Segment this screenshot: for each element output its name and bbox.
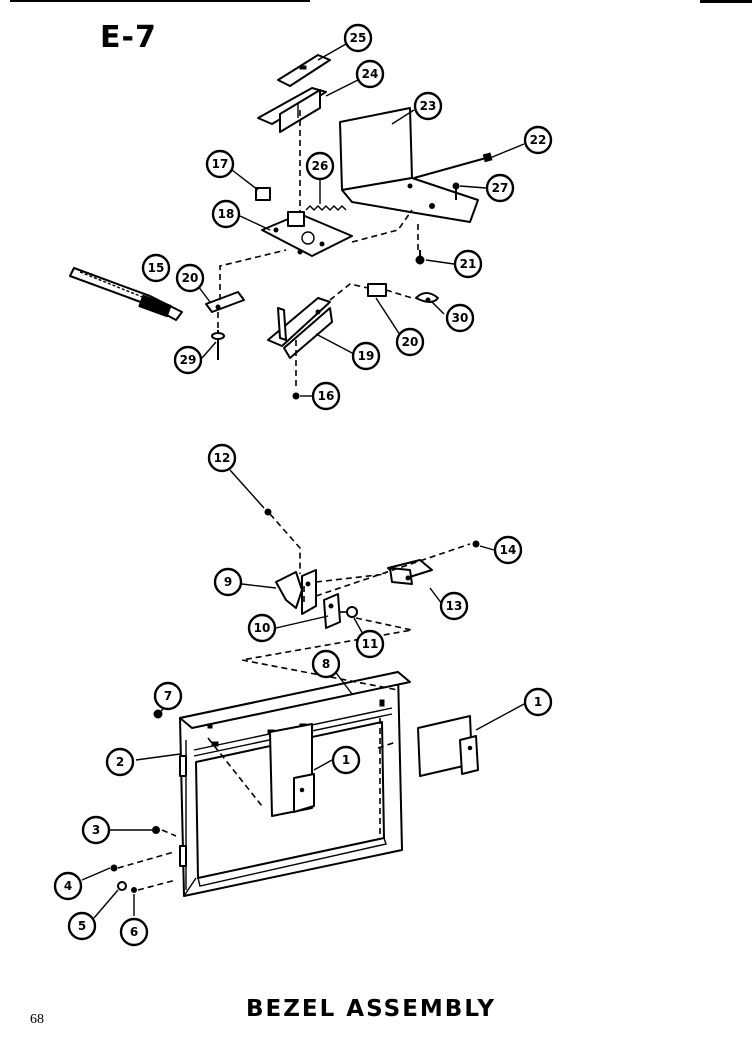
svg-text:3: 3: [92, 823, 100, 837]
page-code: E-7: [100, 20, 157, 55]
svg-text:15: 15: [148, 261, 165, 275]
part-10-latch: [323, 593, 341, 629]
part-30-clip: [415, 292, 439, 303]
part-13-bracket: [387, 559, 433, 585]
part-15-wire-harness: [69, 267, 183, 321]
svg-text:16: 16: [318, 389, 335, 403]
callout-19: 19: [351, 341, 381, 371]
callout-11: 11: [355, 629, 385, 659]
svg-text:1: 1: [534, 695, 542, 709]
part-6-screw: [131, 887, 137, 893]
svg-text:22: 22: [530, 133, 547, 147]
svg-text:9: 9: [224, 575, 232, 589]
svg-text:7: 7: [164, 689, 172, 703]
callout-5: 5: [67, 911, 97, 941]
callout-18: 18: [211, 199, 241, 229]
part-22-screw: [413, 152, 493, 179]
callout-27: 27: [485, 173, 515, 203]
part-14-screw: [472, 540, 480, 548]
callout-9: 9: [213, 567, 243, 597]
callout-6: 6: [119, 917, 149, 947]
callout-7: 7: [153, 681, 183, 711]
callout-26: 26: [305, 151, 335, 181]
callout-30: 30: [445, 303, 475, 333]
part-29-pin: [211, 330, 225, 360]
callout-22: 22: [523, 125, 553, 155]
callout-24: 24: [355, 59, 385, 89]
part-20-bracket-left: [205, 291, 245, 313]
callout-29: 29: [173, 345, 203, 375]
svg-text:26: 26: [312, 159, 329, 173]
part-5-washer: [117, 881, 127, 891]
svg-text:11: 11: [362, 637, 379, 651]
callout-1-inner: 1: [331, 745, 361, 775]
svg-text:14: 14: [500, 543, 517, 557]
part-12-screw: [264, 508, 272, 516]
svg-text:19: 19: [358, 349, 375, 363]
header-rule-right: [700, 0, 752, 3]
svg-text:6: 6: [130, 925, 138, 939]
page-number: 68: [30, 1012, 44, 1027]
callout-20-middle: 20: [395, 327, 425, 357]
part-27-screw: [452, 182, 460, 200]
part-25-bracket: [277, 54, 331, 87]
header-rule-left: [10, 0, 310, 2]
svg-text:27: 27: [492, 181, 509, 195]
callout-14: 14: [493, 535, 523, 565]
svg-text:20: 20: [182, 271, 199, 285]
part-11-nut: [346, 606, 358, 618]
lower-assembly-lines: [117, 513, 471, 891]
part-26-spring: [305, 205, 347, 211]
svg-text:12: 12: [214, 451, 231, 465]
svg-text:8: 8: [322, 657, 330, 671]
part-1-hinge-plate-outer: [417, 715, 479, 777]
svg-text:17: 17: [212, 157, 229, 171]
callout-8: 8: [311, 649, 341, 679]
callout-13: 13: [439, 591, 469, 621]
upper-assembly-lines: [217, 110, 419, 390]
leader-lines: [81, 43, 525, 919]
callout-15: 15: [141, 253, 171, 283]
svg-text:18: 18: [218, 207, 235, 221]
part-21-screw: [415, 250, 425, 265]
svg-text:29: 29: [180, 353, 197, 367]
svg-text:30: 30: [452, 311, 469, 325]
svg-text:24: 24: [362, 67, 379, 81]
callout-23: 23: [413, 91, 443, 121]
callout-3: 3: [81, 815, 111, 845]
svg-text:13: 13: [446, 599, 463, 613]
svg-text:10: 10: [254, 621, 271, 635]
diagram-title: BEZEL ASSEMBLY: [246, 996, 497, 1022]
svg-text:25: 25: [350, 31, 367, 45]
callout-4: 4: [53, 871, 83, 901]
callout-12: 12: [207, 443, 237, 473]
part-4-screw: [110, 864, 118, 872]
svg-text:23: 23: [420, 99, 437, 113]
callout-16: 16: [311, 381, 341, 411]
part-16-screw: [292, 392, 300, 400]
svg-text:5: 5: [78, 919, 86, 933]
svg-text:2: 2: [116, 755, 124, 769]
callout-25: 25: [343, 23, 373, 53]
callout-2: 2: [105, 747, 135, 777]
part-23-mounting-plate: [339, 107, 479, 223]
part-20-switch: [367, 283, 387, 297]
part-1-hinge-plate-inner: [269, 723, 315, 817]
part-18-latch-plate: [261, 211, 353, 257]
part-3-screw: [152, 826, 160, 834]
part-9-hinge-arm: [275, 569, 317, 615]
svg-text:20: 20: [402, 335, 419, 349]
part-19-switch-bracket: [267, 297, 333, 359]
callout-10: 10: [247, 613, 277, 643]
svg-text:1: 1: [342, 753, 350, 767]
svg-text:21: 21: [460, 257, 477, 271]
callout-17: 17: [205, 149, 235, 179]
part-17-clip: [255, 187, 271, 201]
part-24-rail-bracket: [257, 87, 327, 133]
callout-21: 21: [453, 249, 483, 279]
svg-text:4: 4: [64, 879, 72, 893]
callout-20-left: 20: [175, 263, 205, 293]
callout-1-right: 1: [523, 687, 553, 717]
